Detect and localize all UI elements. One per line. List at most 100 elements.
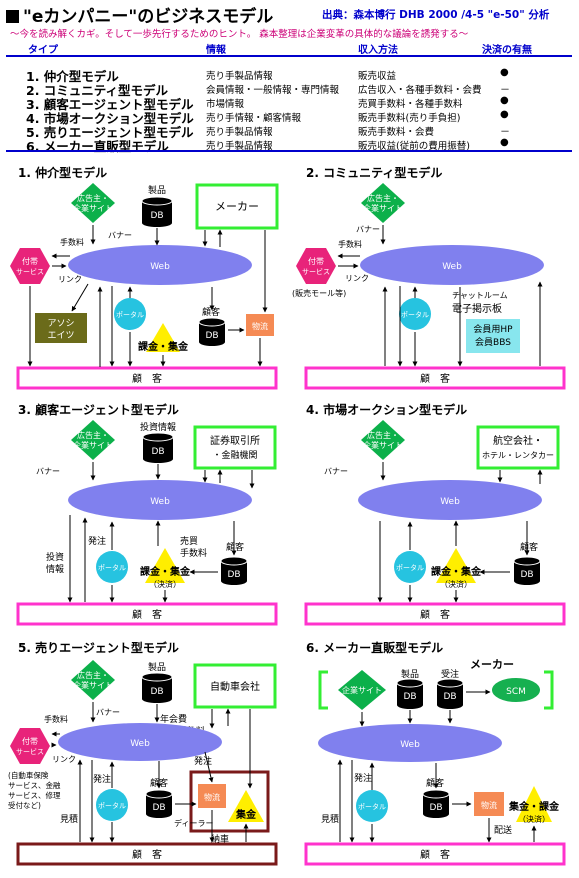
- broker-label: ・金融機関: [212, 449, 257, 461]
- web-label: Web: [150, 497, 170, 507]
- customer-label: 顧 客: [132, 372, 162, 385]
- customer-label: 顧 客: [420, 848, 450, 861]
- invest-db-icon: [142, 432, 174, 463]
- advertiser-label: 企業サイト: [363, 203, 403, 213]
- chat-label: 電子掲示板: [452, 302, 502, 315]
- panel-1-connectors: [27, 225, 268, 367]
- row-info: 売り手製品情報: [206, 71, 273, 82]
- product-db-icon: [396, 678, 424, 709]
- extra-services-label: サービス、修理: [8, 790, 61, 800]
- table-row: 4. 市場オークション型モデル 売り手情報・顧客情報 販売手数料(売り手負担) …: [6, 108, 572, 126]
- member-bbs-label: 会員BBS: [475, 336, 511, 348]
- trade-fee-label: 売買: [180, 535, 198, 547]
- mall-label: (販売モール等): [292, 288, 346, 298]
- product-label: 製品: [401, 668, 419, 680]
- order-label: 発注: [194, 755, 212, 767]
- extra-services-label: 受付など): [8, 800, 41, 810]
- advertiser-diamond: [71, 183, 115, 223]
- row-settlement: ●: [500, 109, 509, 120]
- broker-box: [193, 425, 277, 470]
- maker-bracket-right: [544, 670, 554, 710]
- customer-bar: [16, 366, 278, 390]
- web-label: Web: [440, 497, 460, 507]
- db-label: DB: [205, 331, 218, 341]
- advertiser-diamond: [71, 420, 115, 460]
- advertiser-label: 企業サイト: [73, 680, 113, 690]
- airline-box: [476, 425, 560, 470]
- portal-circle: [394, 551, 426, 583]
- row-type: 2. コミュニティ型モデル: [26, 83, 169, 98]
- db-label: DB: [429, 803, 442, 813]
- service-label: 付帯: [22, 736, 38, 746]
- customer-label: 顧 客: [132, 608, 162, 621]
- row-info: 会員情報・一般情報・専門情報: [206, 85, 340, 96]
- maker-label: メーカー: [470, 658, 514, 671]
- row-type: 1. 仲介型モデル: [26, 69, 119, 84]
- panel-market-auction-model: 4. 市場オークション型モデル 広告主・ 企業サイト 航空会社・ ホテル・レンタ…: [304, 402, 566, 626]
- product-label: 製品: [148, 184, 166, 196]
- web-ellipse: [360, 245, 544, 285]
- extra-services-label: サービス、金融: [8, 780, 61, 790]
- customer-db-icon: [198, 317, 226, 346]
- table-header-info: 情報: [206, 45, 226, 56]
- panel-intermediary-model: 1. 仲介型モデル 広告主・ 企業サイト 製品 DB メーカー バナー 手数料 …: [10, 165, 279, 390]
- link-label: リンク: [58, 275, 82, 284]
- web-ellipse: [68, 245, 252, 285]
- maker-bracket-left: [318, 670, 328, 710]
- customer-bar: [16, 602, 278, 626]
- table-bottom-rule: [6, 150, 572, 152]
- logistics-box: [246, 314, 274, 336]
- order-label: 発注: [354, 772, 372, 784]
- portal-circle: [114, 298, 146, 330]
- customer-label: 顧 客: [420, 608, 450, 621]
- logistics-box: [198, 784, 226, 808]
- row-settlement: －: [500, 127, 510, 138]
- advertiser-label: 企業サイト: [363, 440, 403, 450]
- db-label: DB: [443, 692, 456, 702]
- table-header-revenue: 収入方法: [358, 45, 398, 56]
- fee-label: 手数料: [60, 237, 84, 247]
- row-revenue: 販売手数料・会費: [358, 127, 435, 138]
- order-db-icon: [436, 678, 464, 709]
- logistics-label: 物流: [481, 800, 497, 810]
- portal-label: ポータル: [116, 310, 144, 319]
- service-hexagon: [10, 728, 50, 764]
- row-settlement: ●: [500, 95, 509, 106]
- row-type: 3. 顧客エージェント型モデル: [26, 97, 194, 112]
- row-revenue: 広告収入・各種手数料・会費: [358, 85, 482, 96]
- portal-label: ポータル: [98, 801, 126, 810]
- web-label: Web: [150, 262, 170, 272]
- row-settlement: ●: [500, 67, 509, 78]
- web-ellipse: [318, 724, 502, 762]
- web-label: Web: [400, 740, 420, 750]
- chat-label: チャットルーム: [452, 291, 508, 300]
- customer-bar: [304, 602, 566, 626]
- web-label: Web: [442, 262, 462, 272]
- customer-db-label: 顧客: [202, 306, 220, 318]
- banner-label: バナー: [108, 231, 132, 240]
- db-label: DB: [227, 570, 240, 580]
- service-label: サービス: [16, 747, 44, 756]
- settlement-triangle: [436, 548, 476, 583]
- panel-2-connectors: [337, 225, 543, 367]
- estimate-label: 見積: [60, 813, 78, 825]
- web-ellipse: [68, 480, 252, 520]
- db-label: DB: [152, 803, 165, 813]
- row-info: 市場情報: [206, 99, 245, 110]
- settlement-triangle: [146, 323, 180, 352]
- link-label: リンク: [52, 755, 76, 764]
- panel-community-model: 2. コミュニティ型モデル 広告主・ 企業サイト バナー 手数料 付帯 サービス…: [292, 165, 566, 390]
- source-citation: 出典：森本博行 DHB 2000 /4-5 "e-50" 分析: [322, 9, 550, 21]
- table-row: 2. コミュニティ型モデル 会員情報・一般情報・専門情報 広告収入・各種手数料・…: [6, 80, 572, 98]
- affiliate-label: エイツ: [47, 331, 74, 341]
- panel-4-connectors: [377, 462, 543, 603]
- settlement-label: 集金・課金: [508, 800, 560, 813]
- panel-title: 1. 仲介型モデル: [18, 165, 107, 180]
- banner-label: バナー: [356, 225, 380, 234]
- estimate-label: 見積: [321, 813, 339, 825]
- panel-seller-agent-model: 5. 売りエージェント型モデル 広告主・ 企業サイト 製品 DB 自動車会社 バ…: [8, 640, 278, 866]
- db-label: DB: [520, 570, 533, 580]
- customer-bar: [304, 366, 566, 390]
- trade-fee-label: 手数料: [180, 547, 207, 559]
- db-label: DB: [403, 692, 416, 702]
